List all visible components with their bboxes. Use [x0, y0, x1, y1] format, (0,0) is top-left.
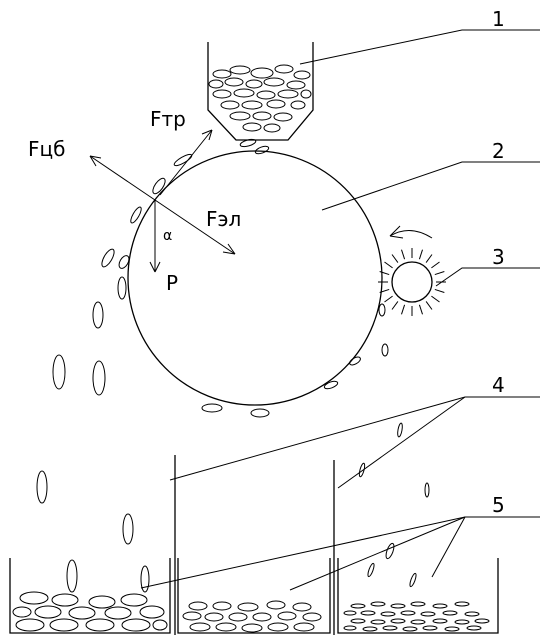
corona-ray	[418, 249, 423, 260]
corona-ray	[425, 254, 433, 263]
corona-ray	[379, 288, 390, 293]
bin2-particles	[182, 600, 322, 633]
force-vectors	[89, 129, 236, 273]
force-electric-label: Fэл	[206, 207, 241, 231]
corona-ray	[418, 304, 423, 315]
corona-ray	[434, 271, 445, 276]
angle-alpha-label: α	[163, 228, 172, 244]
corona-ray	[434, 288, 445, 293]
corona-ray	[401, 249, 406, 260]
corona-ray	[384, 261, 393, 269]
corona-electrode	[378, 248, 446, 316]
hopper	[207, 42, 314, 141]
hopper-particles	[208, 64, 312, 133]
feed-particles	[239, 138, 270, 155]
force-gravity-label: P	[166, 271, 178, 295]
corona-ray	[401, 304, 406, 315]
corona-ray	[379, 271, 390, 276]
falling-particles	[36, 422, 430, 593]
label-2: 2	[492, 139, 505, 163]
bins	[9, 558, 499, 634]
corona-ray	[431, 295, 440, 303]
rotation-arrow-icon	[389, 225, 433, 239]
corona-ray	[391, 254, 399, 263]
leader-lines	[140, 29, 540, 591]
drum	[127, 150, 383, 406]
dividers	[174, 455, 335, 635]
label-1: 1	[492, 7, 505, 31]
force-centrifugal-label: Fцб	[28, 137, 65, 161]
label-4: 4	[492, 373, 505, 397]
bin3-particles	[343, 601, 490, 632]
label-3: 3	[492, 245, 505, 269]
bin1-particles	[12, 591, 168, 632]
label-5: 5	[492, 493, 505, 517]
drum-particles	[52, 153, 389, 418]
force-friction-label: Fтр	[150, 107, 186, 131]
corona-ray	[391, 301, 399, 310]
corona-ray	[425, 301, 433, 310]
corona-ray	[431, 261, 440, 269]
corona-ray	[384, 295, 393, 303]
